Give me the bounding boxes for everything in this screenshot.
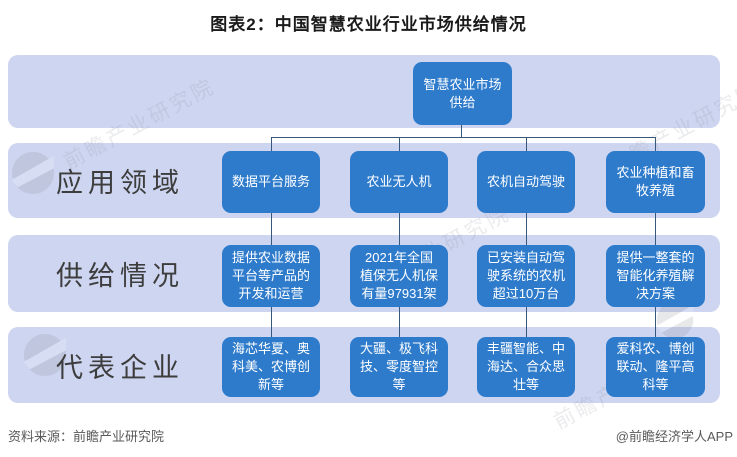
connector-root-down [461,125,462,138]
app-credit-note: @前瞻经济学人APP [615,429,733,444]
connector-stub [271,137,272,152]
connector-r2-r3 [526,307,527,338]
data-source-note: 资料来源：前瞻产业研究院 [8,429,165,444]
node-root-smart-agriculture-supply: 智慧农业市场供给 [413,62,512,125]
connector-r2-r3 [399,307,400,338]
node-companies-data-platform: 海芯华夏、奥科美、农博创新等 [222,337,320,397]
node-supply-livestock: 提供一整套的智能化养殖解决方案 [606,245,705,307]
node-supply-data-platform: 提供农业数据平台等产品的开发和运营 [222,245,320,307]
row-label-supply-situation: 供给情况 [56,261,184,291]
band-root [8,55,720,128]
connector-r1-r2 [655,213,656,246]
node-agricultural-drones: 农业无人机 [350,151,448,213]
connector-r1-r2 [526,213,527,246]
connector-stub [399,137,400,152]
connector-r2-r3 [655,307,656,338]
row-label-application-areas: 应用领域 [56,168,184,198]
node-companies-autonomous: 丰疆智能、中海达、合众思壮等 [477,337,575,397]
node-planting-and-livestock: 农业种植和畜牧养殖 [606,151,705,213]
connector-r2-r3 [271,307,272,338]
node-data-platform-services: 数据平台服务 [222,151,320,213]
node-supply-drones: 2021年全国植保无人机保有量97931架 [350,245,448,307]
node-companies-drones: 大疆、极飞科技、零度智控等 [350,337,448,397]
connector-r1-r2 [271,213,272,246]
connector-r1-r2 [399,213,400,246]
node-companies-livestock: 爱科农、博创联动、隆平高科等 [606,337,705,397]
node-autonomous-farm-machinery: 农机自动驾驶 [477,151,575,213]
node-supply-autonomous: 已安装自动驾驶系统的农机超过10万台 [477,245,575,307]
connector-stub [655,137,656,152]
connector-horizontal [271,137,656,138]
row-label-representative-companies: 代表企业 [56,352,184,383]
connector-stub [526,137,527,152]
figure-title: 图表2：中国智慧农业行业市场供给情况 [210,15,527,34]
